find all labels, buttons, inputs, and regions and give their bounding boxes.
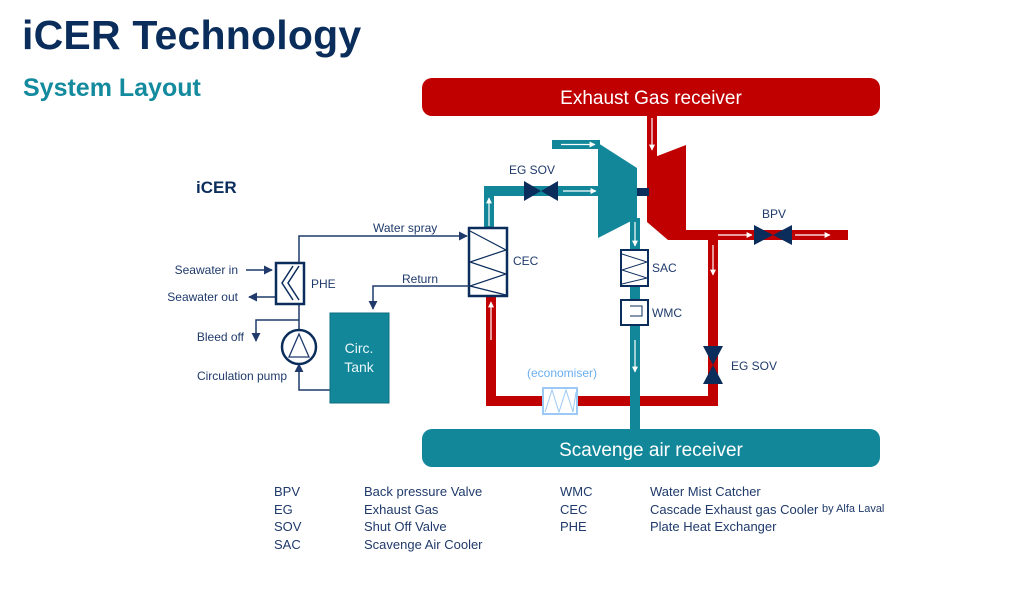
bpv-label: BPV: [762, 207, 786, 221]
legend-desc: Water Mist Catcher: [650, 484, 761, 499]
legend-row: WMC Water Mist Catcher: [560, 483, 884, 501]
turbo-shaft: [637, 188, 649, 196]
sac-label: SAC: [652, 261, 677, 275]
legend-desc: Back pressure Valve: [364, 484, 483, 499]
economiser-label: (economiser): [527, 366, 597, 380]
legend-row: SAC Scavenge Air Cooler: [274, 536, 483, 554]
legend-abbr: SAC: [274, 536, 301, 552]
phe-unit: [274, 261, 306, 306]
legend-note: by Alfa Laval: [822, 502, 885, 515]
water-circuit: [246, 231, 469, 391]
bpv-valve[interactable]: [754, 225, 792, 245]
legend-abbr: WMC: [560, 484, 593, 499]
eg-sov-right-label: EG SOV: [731, 359, 777, 373]
legend-desc: Scavenge Air Cooler: [364, 536, 483, 552]
wmc-unit: [620, 299, 649, 326]
eg-sov-top-valve[interactable]: [524, 181, 558, 201]
wmc-label: WMC: [652, 306, 682, 320]
legend-abbr: CEC: [560, 501, 588, 517]
exhaust-gas-receiver-label: Exhaust Gas receiver: [560, 88, 742, 109]
legend-desc: Cascade Exhaust gas Cooler: [650, 501, 819, 517]
legend-abbr: SOV: [274, 519, 302, 534]
tank-label-line1: Circ.: [345, 340, 374, 356]
legend-abbr: PHE: [560, 519, 587, 534]
phe-label: PHE: [311, 277, 336, 291]
seawater-in-label: Seawater in: [175, 263, 238, 277]
bleed-off-label: Bleed off: [197, 330, 245, 344]
return-label: Return: [402, 272, 438, 286]
legend-row: EG Exhaust Gas: [274, 501, 483, 519]
section-label: iCER: [196, 178, 237, 197]
legend-row: CEC Cascade Exhaust gas Cooler by Alfa La…: [560, 501, 884, 519]
legend-row: SOV Shut Off Valve: [274, 518, 483, 536]
sac-unit: [620, 249, 649, 287]
legend-row: PHE Plate Heat Exchanger: [560, 518, 884, 536]
page-subtitle: System Layout: [23, 74, 201, 102]
legend-right: WMC Water Mist Catcher CEC Cascade Exhaust…: [560, 483, 884, 536]
scavenge-air-receiver-label: Scavenge air receiver: [559, 440, 743, 461]
tank-label-line2: Tank: [344, 359, 375, 375]
circulation-tank: Circ. Tank: [329, 312, 390, 404]
legend-desc: Plate Heat Exchanger: [650, 519, 777, 534]
legend-desc: Exhaust Gas: [364, 501, 439, 517]
legend-abbr: BPV: [274, 484, 301, 499]
exhaust-gas-receiver: Exhaust Gas receiver: [422, 78, 880, 116]
economiser-unit: [542, 387, 578, 415]
eg-sov-right-valve[interactable]: [703, 346, 723, 384]
legend-desc: Shut Off Valve: [364, 519, 447, 534]
seawater-out-label: Seawater out: [167, 290, 238, 304]
legend-row: BPV Back pressure Valve: [274, 483, 483, 501]
legend-left: BPV Back pressure Valve EG Exhaust Gas SOV…: [274, 483, 483, 553]
legend-abbr: EG: [274, 501, 293, 517]
page-title: iCER Technology: [22, 12, 362, 58]
eg-sov-top-label: EG SOV: [509, 163, 555, 177]
scavenge-air-receiver: Scavenge air receiver: [422, 429, 880, 467]
circulation-pump-label: Circulation pump: [197, 369, 287, 383]
water-spray-label: Water spray: [373, 221, 437, 235]
cec-unit: [467, 226, 509, 298]
circulation-pump: [280, 328, 318, 366]
turbine: [647, 145, 686, 240]
compressor: [598, 143, 637, 238]
cec-label: CEC: [513, 254, 539, 268]
